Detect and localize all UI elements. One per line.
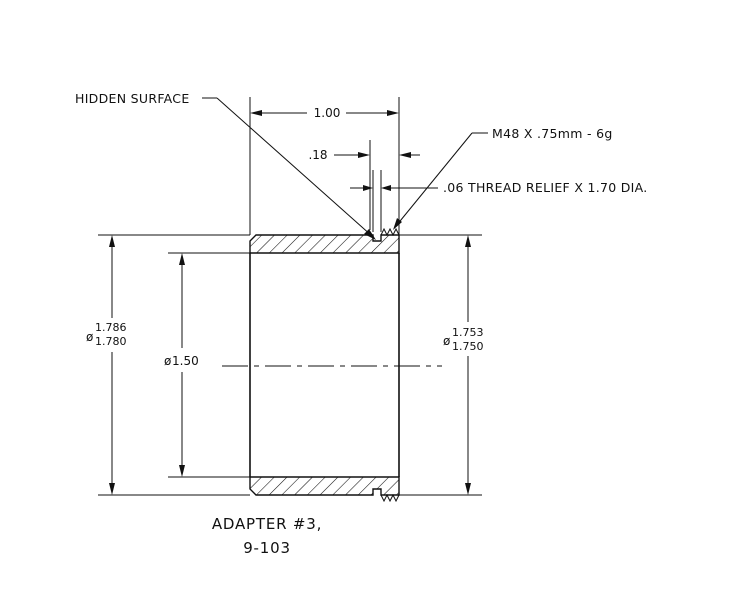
thread-relief-callout: .06 THREAD RELIEF X 1.70 DIA. (443, 180, 648, 195)
thread-relief-dimension: .06 THREAD RELIEF X 1.70 DIA. (350, 180, 648, 195)
bore-dimension: ø 1.50 (164, 253, 199, 477)
title-line-1: ADAPTER #3, (212, 515, 322, 533)
right-od-upper: 1.753 (452, 326, 484, 339)
thread-length-label: .18 (308, 148, 327, 162)
bore-symbol: ø (164, 354, 171, 368)
title-line-2: 9-103 (243, 539, 291, 557)
thread-spec-leader: M48 X .75mm - 6g (393, 126, 613, 230)
thread-spec-callout: M48 X .75mm - 6g (492, 126, 613, 141)
hidden-surface-leader: HIDDEN SURFACE (75, 91, 376, 240)
thread-teeth-lower (380, 493, 400, 503)
left-od-dimension: ø 1.786 1.780 (86, 235, 127, 495)
thread-length-dimension: .18 (308, 148, 420, 162)
hidden-surface-callout: HIDDEN SURFACE (75, 91, 190, 106)
right-od-symbol: ø (443, 334, 450, 348)
upper-wall-hatch (249, 234, 400, 254)
drawing-title: ADAPTER #3, 9-103 (212, 515, 322, 557)
length-dimension: 1.00 (250, 106, 399, 120)
left-od-upper: 1.786 (95, 321, 127, 334)
thread-teeth-upper (380, 227, 400, 237)
length-dimension-label: 1.00 (314, 106, 341, 120)
left-od-symbol: ø (86, 330, 93, 344)
right-od-lower: 1.750 (452, 340, 484, 353)
extension-lines (98, 97, 482, 496)
lower-wall-hatch (249, 476, 400, 496)
part-outline (222, 227, 442, 503)
bore-value: 1.50 (172, 354, 199, 368)
right-od-dimension: ø 1.753 1.750 (443, 235, 484, 495)
left-od-lower: 1.780 (95, 335, 127, 348)
